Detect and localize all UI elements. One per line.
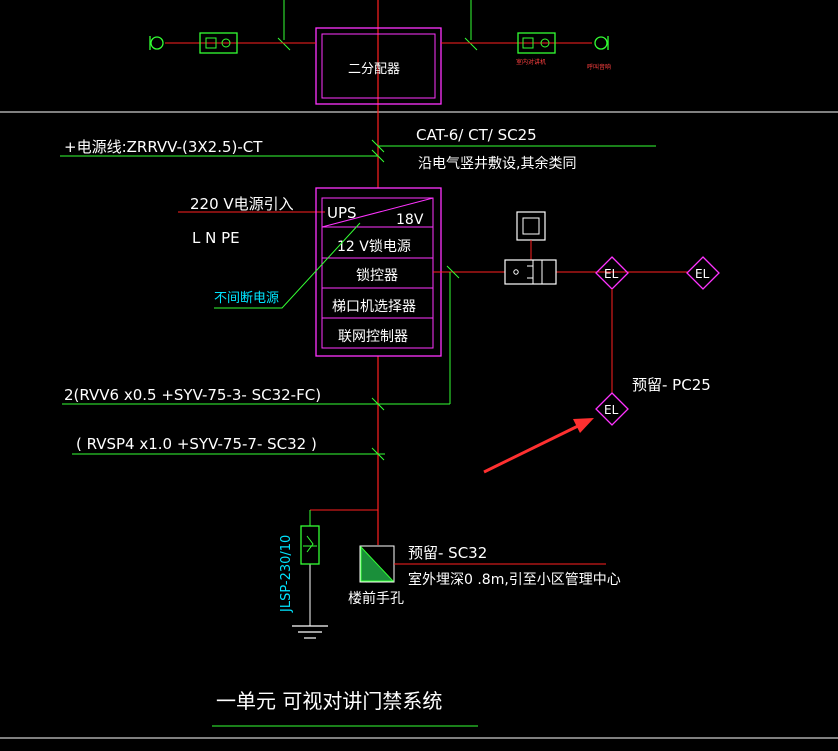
leader-tick-2: [371, 149, 385, 163]
riser-note-label: 沿电气竖井敷设,其余类同: [418, 155, 576, 172]
outdoor-note-label: 室外埋深0 .8m,引至小区管理中心: [408, 571, 621, 588]
lock-connector-icon[interactable]: [504, 259, 557, 285]
reserve-sc32-label: 预留- SC32: [408, 544, 487, 562]
bell-right-label: 呼叫音响: [587, 63, 611, 71]
el-lock-2-icon[interactable]: [686, 256, 720, 290]
control-cabinet-inner: [321, 197, 434, 349]
jlsp-label: JLSP-230/10: [279, 535, 294, 613]
v18-label: 18V: [396, 212, 424, 228]
drawing-title: 一单元 可视对讲门禁系统: [216, 689, 442, 713]
indoor-intercom-right-label: 室内对讲机: [516, 58, 546, 66]
el-lock-3-icon[interactable]: [595, 392, 629, 426]
cable-2-label: ( RVSP4 x1.0 +SYV-75-7- SC32 ): [76, 435, 317, 453]
lock-branch-tick: [446, 265, 460, 279]
splitter-label: 二分配器: [348, 62, 400, 77]
top-tick-right: [464, 37, 478, 51]
cat6-label: CAT-6/ CT/ SC25: [416, 126, 537, 144]
door-bell-right-icon[interactable]: [594, 36, 609, 50]
splitter-box-inner: [321, 33, 436, 99]
indoor-intercom-left-icon[interactable]: [199, 32, 238, 54]
network-ctrl-label: 联网控制器: [338, 329, 408, 345]
lock-ctrl-label: 锁控器: [356, 268, 398, 284]
leader-cable-2-tick: [371, 447, 385, 461]
hand-hole-label: 楼前手孔: [348, 590, 404, 607]
annotation-arrow: [483, 418, 594, 474]
ups-diagonal: [321, 197, 434, 228]
leader-tick-1: [371, 139, 385, 153]
leader-cable-1-tick: [371, 397, 385, 411]
lnpe-label: L N PE: [192, 229, 240, 247]
ups-note-label: 不间断电源: [214, 291, 279, 306]
top-tick-left: [277, 37, 291, 51]
ups-note-leader: [214, 222, 361, 309]
el-lock-2-label: EL: [695, 267, 710, 281]
elevator-selector-label: 梯口机选择器: [332, 299, 416, 315]
door-bell-left-icon[interactable]: [149, 36, 164, 50]
splitter-box-outer[interactable]: [315, 27, 442, 105]
lock-psu-label: 12 V锁电源: [337, 239, 411, 255]
exit-button-icon[interactable]: [516, 211, 546, 241]
ground-icon: [292, 625, 328, 639]
cable-1-label: 2(RVV6 x0.5 +SYV-75-3- SC32-FC): [64, 386, 321, 404]
ac-input-label: 220 V电源引入: [190, 195, 294, 213]
indoor-intercom-right-icon[interactable]: [517, 32, 556, 54]
el-lock-1-label: EL: [604, 267, 619, 281]
el-lock-3-label: EL: [604, 403, 619, 417]
hand-hole-icon[interactable]: [359, 545, 395, 583]
reserve-pc25-label: 预留- PC25: [632, 376, 711, 394]
power-line-label: +电源线:ZRRVV-(3X2.5)-CT: [64, 138, 263, 156]
surge-protector-icon[interactable]: [300, 510, 320, 565]
ups-label: UPS: [327, 204, 357, 222]
